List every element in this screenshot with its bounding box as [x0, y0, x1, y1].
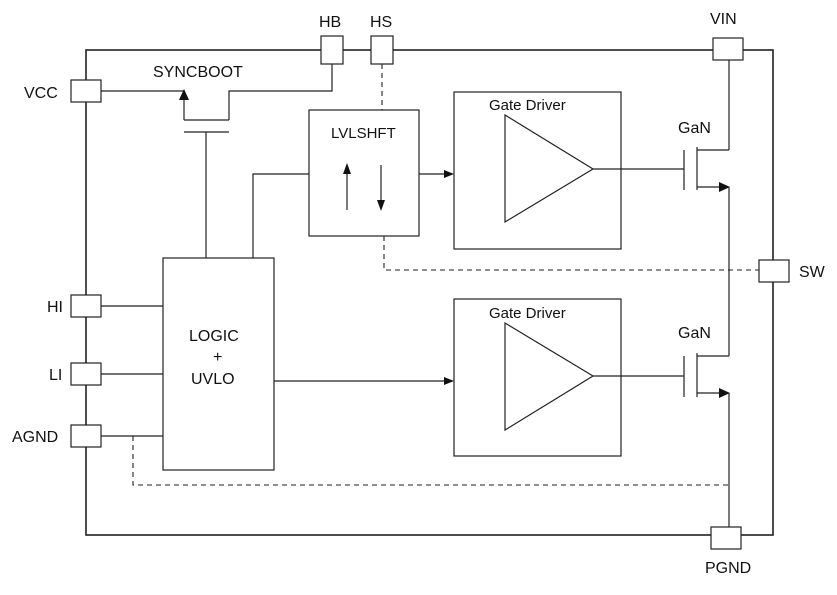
syncboot-arrow-icon: [179, 89, 189, 100]
gan-bottom-label: GaN: [678, 325, 711, 342]
gan-top-label: GaN: [678, 120, 711, 137]
pin-vin-label: VIN: [710, 11, 737, 28]
pin-sw-pad: [758, 259, 790, 283]
lvlshft-down-arrow-icon: [377, 200, 385, 211]
pin-hi-pad: [70, 294, 102, 318]
gan-bottom-source-arrow-icon: [719, 388, 730, 398]
wire-logic-lvlshft: [252, 173, 309, 258]
driver-bottom-input-arrow-icon: [444, 377, 454, 385]
wire-syncboot-hb: [228, 64, 333, 120]
ic-package-outline: [85, 49, 774, 536]
pin-pgnd-pad: [710, 526, 742, 550]
lvlshft-block: [308, 109, 420, 237]
wire-vcc-syncboot: [101, 90, 185, 120]
pin-hs-label: HS: [370, 14, 392, 31]
gate-driver-top-buffer-icon: [504, 113, 595, 224]
pin-agnd-label: AGND: [12, 429, 58, 446]
pin-li-pad: [70, 362, 102, 386]
gate-driver-top-label: Gate Driver: [489, 97, 566, 114]
pin-pgnd-label: PGND: [705, 560, 751, 577]
pin-hb-pad: [320, 35, 344, 65]
logic-label-line2: +: [213, 349, 222, 366]
driver-top-input-arrow-icon: [444, 170, 454, 178]
gate-driver-bottom-buffer-icon: [504, 321, 595, 432]
logic-label-line1: LOGIC: [189, 328, 239, 345]
syncboot-label: SYNCBOOT: [153, 64, 243, 81]
gate-driver-bottom-label: Gate Driver: [489, 305, 566, 322]
logic-label-line3: UVLO: [191, 371, 235, 388]
gan-top-source-arrow-icon: [719, 182, 730, 192]
dash-lvlshft-sw: [383, 236, 759, 271]
pin-hs-pad: [370, 35, 394, 65]
lvlshft-label: LVLSHFT: [331, 125, 396, 142]
gate-driver-bottom-block: [453, 298, 622, 457]
pin-hb-label: HB: [319, 14, 341, 31]
pin-hi-label: HI: [47, 299, 63, 316]
pin-vcc-label: VCC: [24, 85, 58, 102]
pin-vin-pad: [712, 37, 744, 61]
lvlshft-up-arrow-icon: [343, 163, 351, 174]
logic-uvlo-block: [162, 257, 275, 471]
gate-driver-top-block: [453, 91, 622, 250]
pin-agnd-pad: [70, 424, 102, 448]
pin-vcc-pad: [70, 79, 102, 103]
pin-li-label: LI: [49, 367, 62, 384]
dash-agnd-pgnd: [132, 436, 728, 486]
pin-sw-label: SW: [799, 264, 826, 281]
